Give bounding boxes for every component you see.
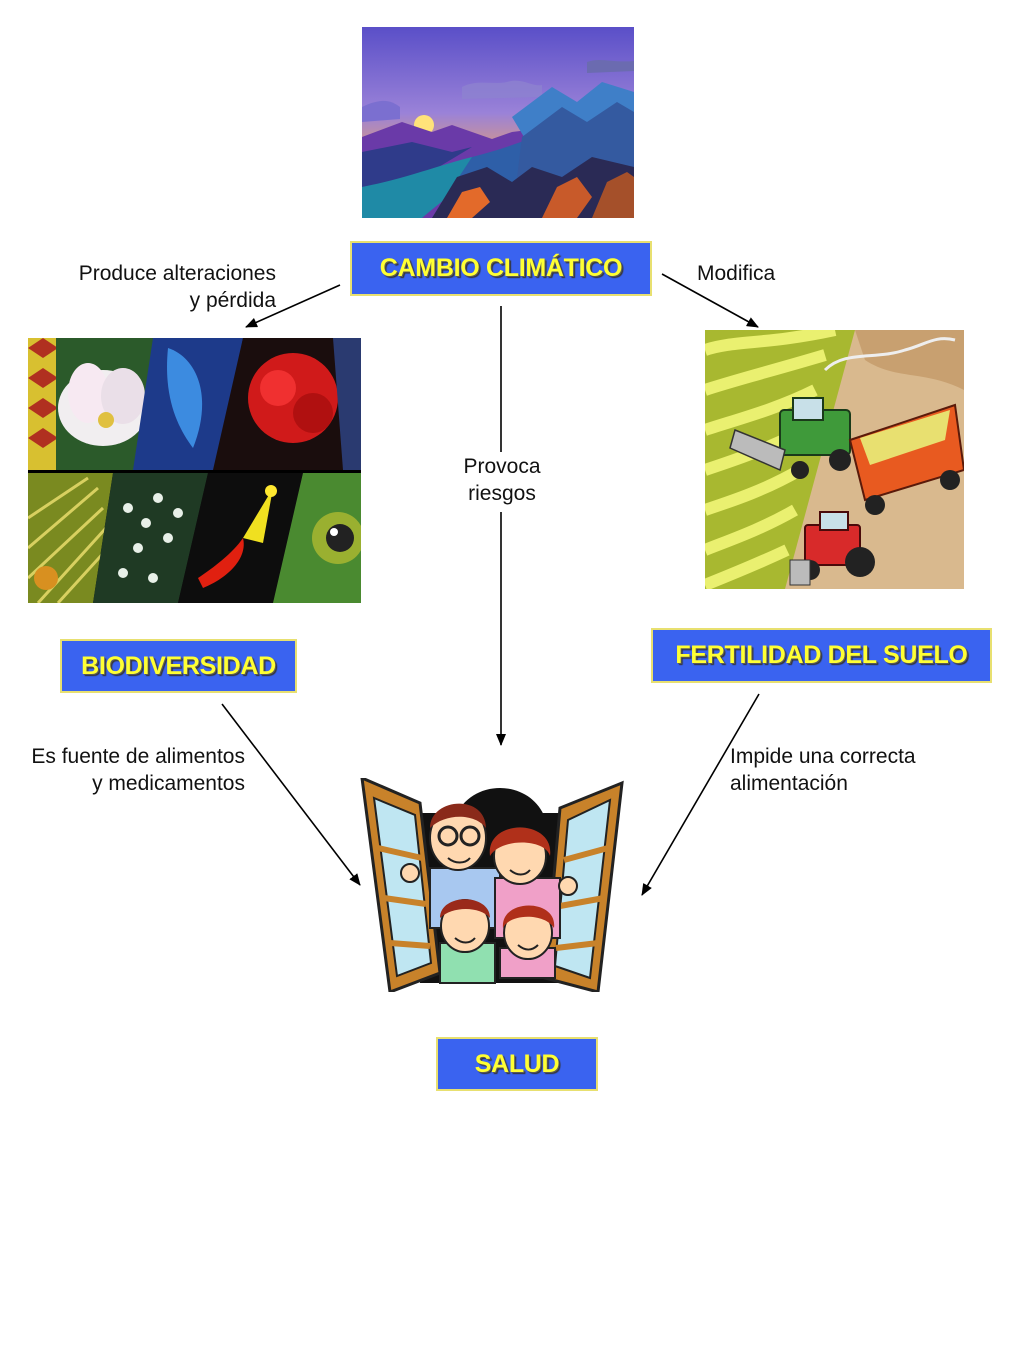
edge-label-modifica: Modifica: [697, 260, 775, 287]
edge-label-fuente: Es fuente de alimentos y medicamentos: [4, 743, 245, 797]
farming-illustration: [705, 330, 964, 589]
edge-label-line: Produce alteraciones: [78, 262, 276, 285]
edge-label-line: Modifica: [697, 262, 776, 285]
landscape-illustration: [362, 27, 634, 218]
node-salud: SALUD: [436, 1037, 598, 1091]
edge-label-line: Impide una correcta: [730, 745, 916, 768]
edge-label-line: Es fuente de alimentos: [31, 745, 245, 768]
node-biodiversidad: BIODIVERSIDAD: [60, 639, 297, 693]
edge-label-impide: Impide una correcta alimentación: [730, 743, 916, 797]
edge-label-produce: Produce alteraciones y pérdida: [40, 260, 276, 314]
node-fertilidad-del-suelo: FERTILIDAD DEL SUELO: [651, 628, 992, 683]
family-window-illustration: [360, 778, 624, 992]
edge-label-line: y pérdida: [189, 289, 276, 312]
arrow-biodiversidad-to-salud: [221, 703, 361, 886]
edge-label-line: riesgos: [468, 482, 536, 505]
arrow-fertilidad-to-salud: [641, 693, 760, 896]
edge-label-provoca: Provoca riesgos: [431, 453, 573, 507]
edge-label-line: Provoca: [463, 455, 541, 478]
biodiversity-collage: [28, 338, 361, 603]
arrow-cambio-to-fertilidad: [661, 273, 759, 328]
node-cambio-climatico: CAMBIO CLIMÁTICO: [350, 241, 652, 296]
edge-label-line: y medicamentos: [92, 772, 245, 795]
edge-label-line: alimentación: [730, 772, 848, 795]
arrow-cambio-to-biodiversidad: [245, 284, 341, 328]
